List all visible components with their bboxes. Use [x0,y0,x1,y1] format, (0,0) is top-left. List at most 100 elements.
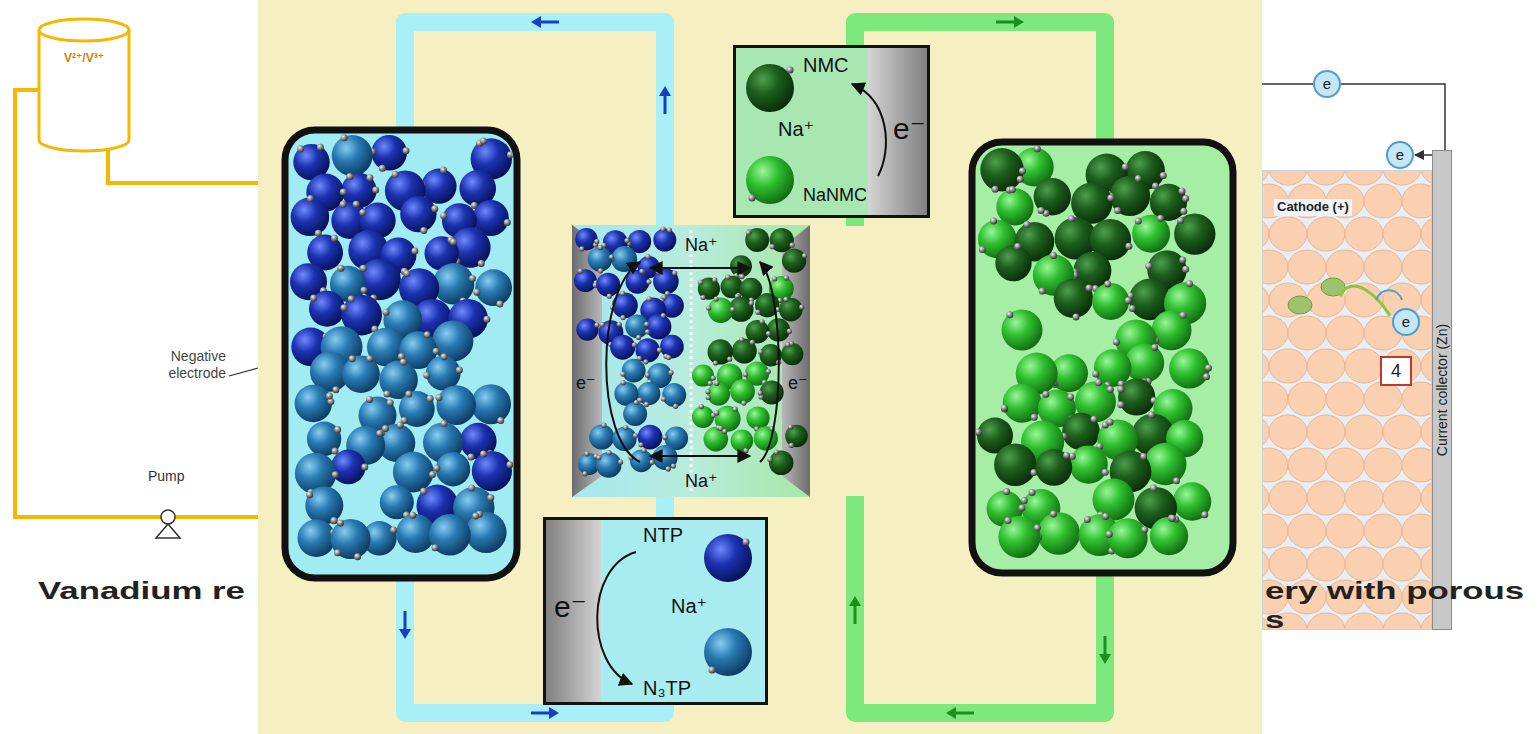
conductive-particle [1179,256,1186,263]
node-text: e [1396,146,1404,163]
particle [1132,215,1170,253]
conductive-particle [601,423,606,428]
electrode-particle [1383,547,1421,581]
conductive-particle [992,186,999,193]
flow-arrow [1099,654,1111,664]
conductive-particle [644,402,649,407]
conductive-particle [594,239,599,244]
conductive-particle [657,348,662,353]
electrode-particle [1383,415,1421,449]
electrode-particle [1421,613,1432,630]
conductive-particle [1003,488,1010,495]
conductive-particle [714,296,719,301]
conductive-particle [1004,517,1011,524]
conductive-particle [598,268,603,273]
tank-fill [972,142,1233,573]
conductive-particle [326,393,333,400]
conductive-particle [1039,288,1046,295]
conductive-particle [713,360,718,365]
particle [1110,176,1150,216]
conductive-particle [609,254,614,259]
conductive-particle [1104,281,1111,288]
particle [331,450,366,485]
particle [769,451,794,476]
conductive-particle [1135,175,1142,182]
electrode-particle [1402,514,1432,548]
conductive-particle [1034,146,1041,152]
conductive-particle [772,276,777,281]
current-collector: Current collector (Zn) [1432,150,1452,630]
particle [1173,482,1211,520]
node-text: e⁻ [576,373,596,394]
particle [471,384,511,424]
electrode-particle [1402,250,1432,284]
conductive-particle [1117,386,1124,393]
electrode-particle [1262,250,1288,284]
conductive-particle [714,381,719,386]
conductive-particle [1203,373,1210,380]
flow-arrow [531,16,541,28]
conductive-particle [1068,215,1075,222]
conductive-particle [1180,312,1187,319]
conductive-particle [1179,188,1186,195]
electrode-particle [1288,448,1326,482]
electrode-particle [1262,283,1269,317]
conductive-particle [766,369,771,374]
conductive-particle [383,309,390,316]
electrode-particle [1326,448,1364,482]
conductive-particle [384,391,391,398]
conductive-particle [487,494,494,501]
electrode-particle [1421,547,1432,581]
electrode-particle [1307,613,1345,630]
conductive-particle [433,348,440,355]
conductive-particle [1067,394,1074,401]
electrode-particle [1326,382,1364,416]
electrode-particle [1421,481,1432,515]
electrode-particle [1288,382,1326,416]
conductive-particle [506,461,513,468]
particle [729,297,754,322]
particle [749,195,756,202]
particle [704,534,752,582]
conductive-particle [1073,313,1080,320]
conductive-particle [799,305,804,310]
flow-arrow [1014,16,1024,28]
node-text: Na⁺ [671,595,707,618]
electrode-particle [1345,613,1383,630]
conductive-particle [469,275,476,282]
conductive-particle [1160,172,1167,179]
electrode-particle [1402,382,1432,416]
particles [290,134,513,560]
electrode-particle [1383,170,1421,185]
conductive-particle [392,171,399,178]
conductive-particle [1086,285,1093,292]
particle [433,263,474,304]
pipe-line [15,90,258,517]
node-text: NaNMC [803,185,867,206]
electrode-particle [1345,547,1383,581]
conductive-particle [1186,280,1193,287]
electrode-particle [1262,382,1288,416]
conductive-particle [403,270,410,277]
conductive-particle [361,464,368,471]
electron-circle: e [1392,308,1420,336]
conductive-particle [712,277,717,282]
electrode-particle [1364,382,1402,416]
conductive-particle [767,457,772,462]
conductive-particle [504,219,511,226]
current-collector-surface [543,517,601,705]
conductive-particle [785,342,790,347]
conductive-particle [405,391,412,398]
conductive-particle [411,248,418,255]
conductive-particle [976,429,982,436]
conductive-particle [1140,453,1147,460]
conductive-particle [310,295,317,302]
conductive-particle [1180,208,1187,215]
conductive-particle [746,230,751,235]
reaction-inset: NTPNa⁺e⁻N₃TP [543,517,768,705]
electrode-particle [1262,415,1269,449]
conductive-particle [1113,339,1120,346]
conductive-particle [578,268,583,273]
caption-fragment: Vanadium re [38,577,245,606]
